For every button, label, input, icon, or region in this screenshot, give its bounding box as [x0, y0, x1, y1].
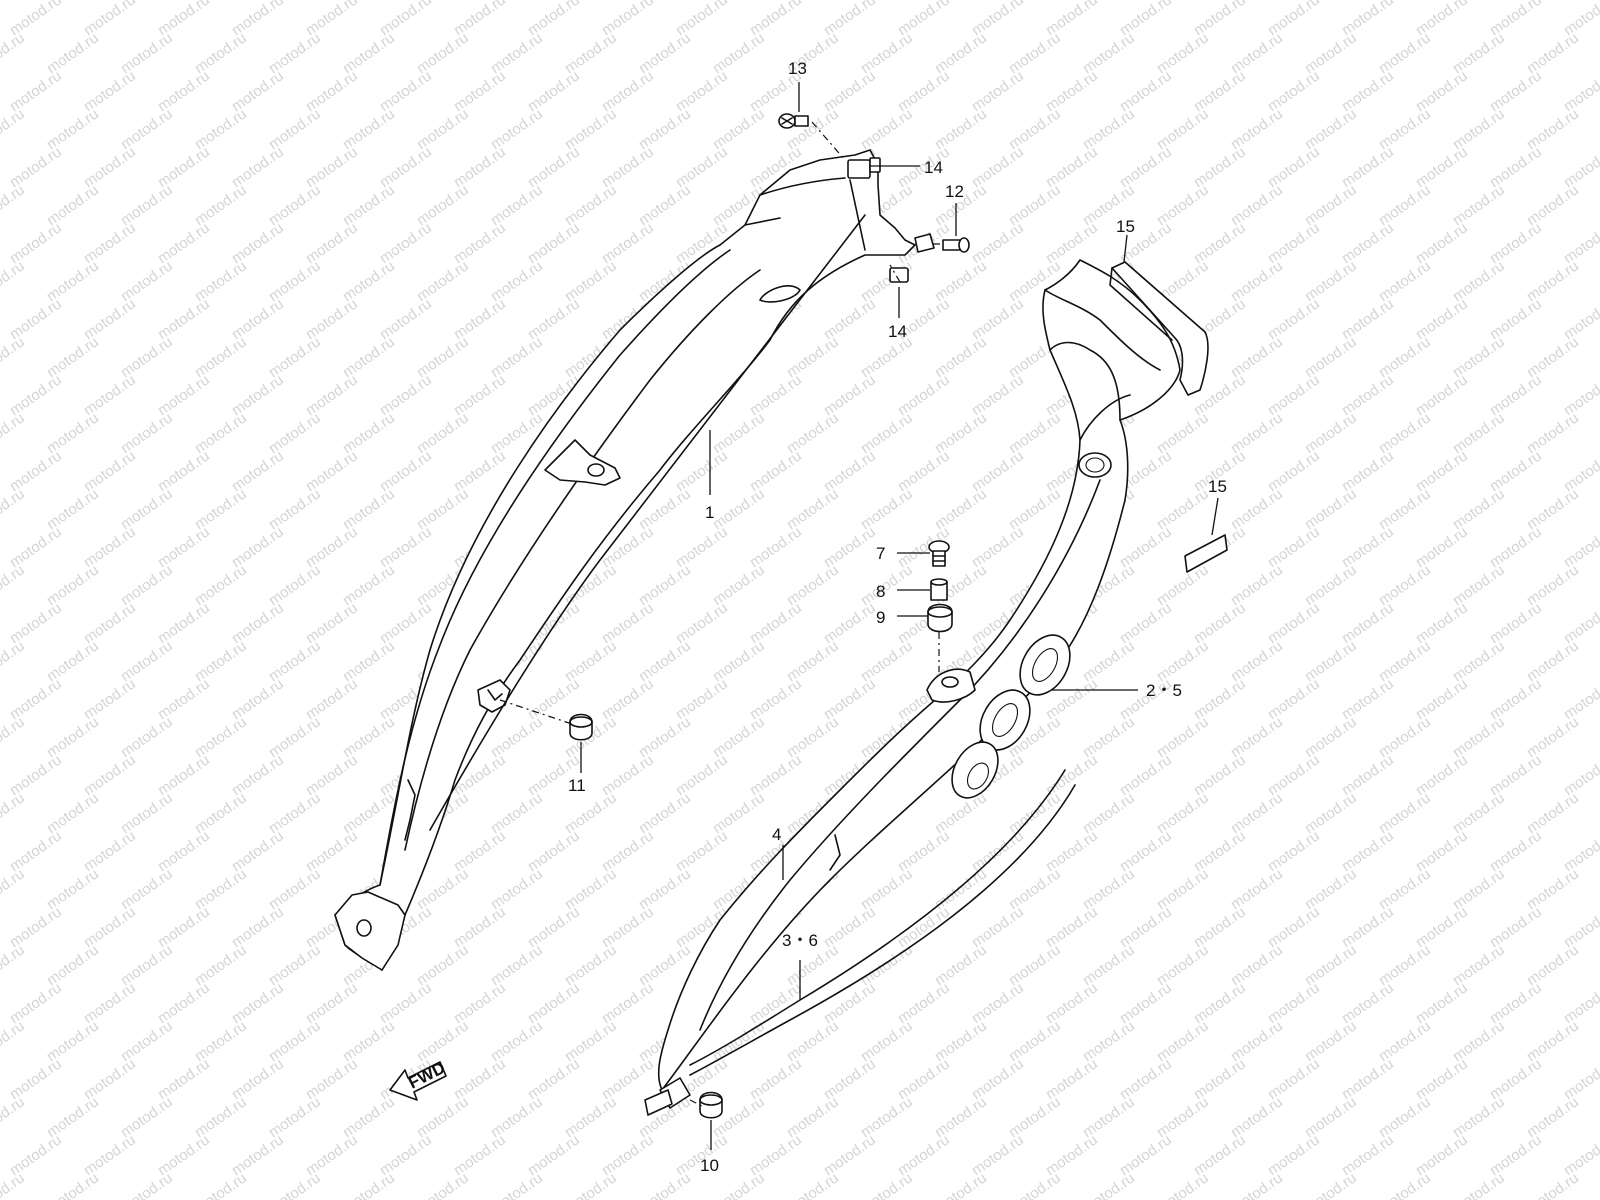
callout-3-6: 3・6	[782, 931, 818, 950]
watermark-text: motod.ru	[1561, 219, 1600, 267]
watermark-text: motod.ru	[1154, 1169, 1212, 1200]
callout-15-lower: 15	[1208, 477, 1227, 496]
watermark-text: motod.ru	[1561, 447, 1600, 495]
callout-9: 9	[876, 608, 885, 627]
watermark-text: motod.ru	[1561, 599, 1600, 647]
watermark-text: motod.ru	[562, 1169, 620, 1200]
callout-2-5: 2・5	[1146, 681, 1182, 700]
watermark-text: motod.ru	[1561, 1131, 1600, 1179]
watermark-text: motod.ru	[118, 1169, 176, 1200]
watermark-text: motod.ru	[1376, 1169, 1434, 1200]
watermark-text: motod.ru	[0, 865, 28, 913]
watermark-text: motod.ru	[932, 1169, 990, 1200]
callout-labels: 13 14 12 14 15 1 15 7 8 9 2・5 11 4 3・6 1…	[568, 59, 1227, 1175]
emblem-600: 600	[951, 634, 1071, 799]
callout-14-lower: 14	[888, 322, 907, 341]
watermark-text: motod.ru	[1561, 903, 1600, 951]
watermark-text: motod.ru	[0, 713, 28, 761]
watermark-text: motod.ru	[0, 941, 28, 989]
watermark-text: motod.ru	[1561, 67, 1600, 115]
grommet-part-11	[569, 713, 593, 741]
watermark-text: motod.ru	[1561, 371, 1600, 419]
watermark-text: motod.ru	[0, 409, 28, 457]
watermark-text: motod.ru	[0, 1017, 28, 1065]
watermark-text: motod.ru	[0, 561, 28, 609]
callout-12: 12	[945, 182, 964, 201]
watermark-text: motod.ru	[0, 0, 28, 1]
callout-11: 11	[568, 776, 586, 795]
watermark-text: motod.ru	[1006, 1169, 1064, 1200]
watermark-text: motod.ru	[0, 637, 28, 685]
watermark-text: motod.ru	[0, 333, 28, 381]
watermark-text: motod.ru	[1080, 1169, 1138, 1200]
watermark-text: motod.ru	[1524, 1169, 1582, 1200]
bolt-part-12	[942, 237, 970, 253]
watermark-text: motod.ru	[0, 257, 28, 305]
watermark-text: motod.ru	[340, 1169, 398, 1200]
watermark-text: motod.ru	[0, 105, 28, 153]
screw-part-7	[928, 540, 950, 567]
watermark-text: motod.ru	[1561, 143, 1600, 191]
callout-15-upper: 15	[1116, 217, 1135, 236]
watermark-text: motod.ru	[0, 181, 28, 229]
watermark-text: motod.ru	[858, 1169, 916, 1200]
watermark-text: motod.ru	[0, 485, 28, 533]
callout-14-upper: 14	[924, 158, 943, 177]
watermark-text: motod.ru	[192, 1169, 250, 1200]
grommet-part-9	[927, 603, 953, 633]
watermark-text: motod.ru	[44, 1169, 102, 1200]
watermark-text: motod.ru	[1561, 295, 1600, 343]
watermark-text: motod.ru	[488, 1169, 546, 1200]
callout-4: 4	[772, 825, 781, 844]
collar-part-8	[930, 578, 948, 601]
callout-10: 10	[700, 1156, 719, 1175]
grommet-part-10	[699, 1091, 723, 1119]
watermark-text: motod.ru	[0, 1093, 28, 1141]
watermark-text: motod.ru	[1450, 1169, 1508, 1200]
watermark-text: motod.ru	[0, 29, 28, 77]
callout-8: 8	[876, 582, 885, 601]
watermark-text: motod.ru	[1561, 1055, 1600, 1103]
callout-13: 13	[788, 59, 807, 78]
watermark-text: motod.ru	[1228, 1169, 1286, 1200]
strip-part-15-lower	[1184, 534, 1228, 573]
leader-lines	[580, 82, 1219, 1150]
watermark-text: motod.ru	[0, 789, 28, 837]
watermark-text: motod.ru	[414, 1169, 472, 1200]
frame-cover-part-1	[334, 149, 935, 971]
watermark-text: motod.ru	[1561, 523, 1600, 571]
watermark-text: motod.ru	[784, 1169, 842, 1200]
watermark-text: motod.ru	[1561, 979, 1600, 1027]
screw-part-13	[778, 113, 809, 129]
side-cover-part-2-6: 600	[644, 259, 1181, 1116]
watermark-text: motod.ru	[1561, 675, 1600, 723]
watermark-text: motod.ru	[266, 1169, 324, 1200]
watermark-text: motod.ru	[1302, 1169, 1360, 1200]
watermark-text: motod.ru	[1561, 827, 1600, 875]
callout-7: 7	[876, 544, 885, 563]
strip-part-15-upper	[1109, 261, 1209, 396]
watermark-text: motod.ru	[1561, 751, 1600, 799]
callout-1: 1	[705, 503, 714, 522]
watermark-text: motod.ru	[636, 1169, 694, 1200]
